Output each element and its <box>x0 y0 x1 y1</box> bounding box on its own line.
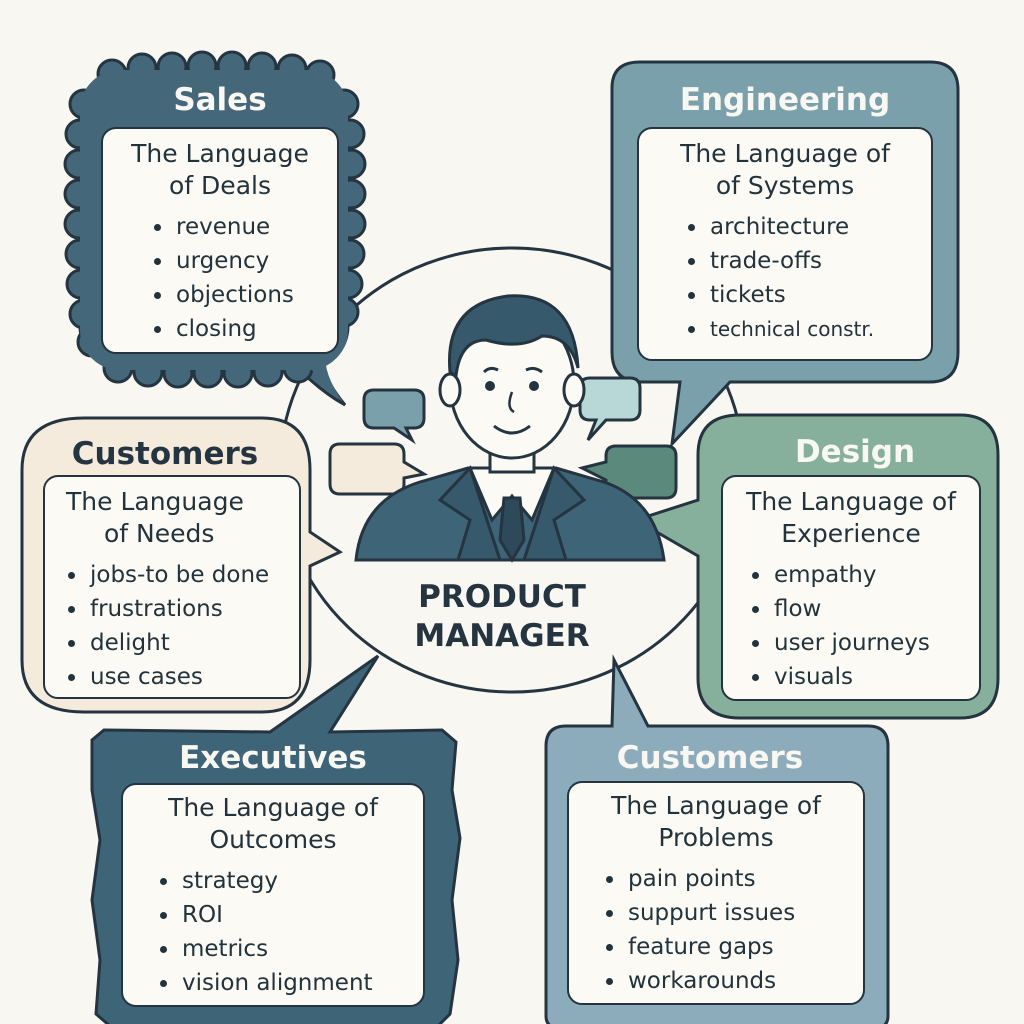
design-card: The Language of Experience empathy flow … <box>722 486 980 694</box>
list-item: architecture <box>684 210 932 244</box>
customers-problems-list: pain points suppurt issues feature gaps … <box>602 862 864 998</box>
list-item: user journeys <box>748 626 980 660</box>
list-item: use cases <box>64 660 300 694</box>
design-heading-line1: The Language of <box>746 487 956 516</box>
executives-heading-line2: Outcomes <box>209 825 337 854</box>
list-item: ROI <box>156 898 424 932</box>
list-item: vision alignment <box>156 966 424 1000</box>
customers-problems-heading-line2: Problems <box>658 823 774 852</box>
design-title: Design <box>794 434 916 470</box>
engineering-heading: The Language of of Systems <box>638 138 932 202</box>
engineering-title: Engineering <box>679 82 891 118</box>
executives-card: The Language of Outcomes strategy ROI me… <box>122 792 424 1000</box>
list-item: strategy <box>156 864 424 898</box>
list-item: feature gaps <box>602 930 864 964</box>
list-item: technical constr. <box>684 312 932 346</box>
customers-needs-card: The Language of Needs jobs-to be done fr… <box>44 486 300 694</box>
product-manager-label-line1: PRODUCT <box>418 579 586 615</box>
customers-needs-title: Customers <box>71 436 259 472</box>
customers-needs-list: jobs-to be done frustrations delight use… <box>64 558 300 694</box>
list-item: closing <box>150 312 338 346</box>
design-list: empathy flow user journeys visuals <box>748 558 980 694</box>
customers-problems-card: The Language of Problems pain points sup… <box>568 790 864 998</box>
customers-needs-heading-line1: The Language <box>66 487 244 516</box>
design-heading-line2: Experience <box>781 519 921 548</box>
list-item: trade-offs <box>684 244 932 278</box>
product-manager-illustration <box>354 294 666 563</box>
list-item: empathy <box>748 558 980 592</box>
engineering-bubble-shape <box>610 60 960 449</box>
customers-problems-heading: The Language of Problems <box>568 790 864 854</box>
design-bubble-shape <box>632 413 1000 720</box>
executives-bubble-shape <box>90 654 462 1024</box>
customers-needs-heading-line2: of Needs <box>104 519 215 548</box>
list-item: visuals <box>748 660 980 694</box>
list-item: flow <box>748 592 980 626</box>
engineering-heading-line1: The Language of <box>680 139 890 168</box>
small-speech-bubble-1 <box>362 388 426 445</box>
list-item: revenue <box>150 210 338 244</box>
sales-title: Sales <box>173 82 267 118</box>
executives-heading: The Language of Outcomes <box>122 792 424 856</box>
customers-problems-title: Customers <box>616 740 804 776</box>
list-item: workarounds <box>602 964 864 998</box>
sales-list: revenue urgency objections closing <box>150 210 338 346</box>
design-card-bg <box>721 475 981 701</box>
customers-needs-bubble-shape <box>20 416 344 714</box>
list-item: metrics <box>156 932 424 966</box>
sales-heading: The Language of Deals <box>102 138 338 202</box>
list-item: objections <box>150 278 338 312</box>
list-item: pain points <box>602 862 864 896</box>
customers-problems-heading-line1: The Language of <box>611 791 821 820</box>
executives-heading-line1: The Language of <box>168 793 378 822</box>
product-manager-label-line2: MANAGER <box>414 618 590 654</box>
sales-bubble-shape <box>63 50 367 407</box>
sales-heading-line2: of Deals <box>169 171 271 200</box>
sales-card: The Language of Deals revenue urgency ob… <box>102 138 338 346</box>
executives-card-bg <box>121 783 425 1007</box>
engineering-heading-line2: of Systems <box>715 171 855 200</box>
list-item: suppurt issues <box>602 896 864 930</box>
executives-title: Executives <box>179 740 367 776</box>
list-item: delight <box>64 626 300 660</box>
engineering-card-bg <box>637 127 933 361</box>
customers-needs-heading: The Language of Needs <box>44 486 300 550</box>
customers-needs-card-bg <box>43 475 301 699</box>
customers-problems-bubble-shape <box>544 654 890 1024</box>
sales-heading-line1: The Language <box>131 139 309 168</box>
sales-card-bg <box>101 127 339 354</box>
product-manager-label: PRODUCT MANAGER <box>392 578 612 656</box>
customers-problems-card-bg <box>567 781 865 1005</box>
list-item: jobs-to be done <box>64 558 300 592</box>
list-item: frustrations <box>64 592 300 626</box>
engineering-list: architecture trade-offs tickets technica… <box>684 210 932 346</box>
executives-list: strategy ROI metrics vision alignment <box>156 864 424 1000</box>
list-item: tickets <box>684 278 932 312</box>
engineering-card: The Language of of Systems architecture … <box>638 138 932 346</box>
list-item: urgency <box>150 244 338 278</box>
design-heading: The Language of Experience <box>722 486 980 550</box>
